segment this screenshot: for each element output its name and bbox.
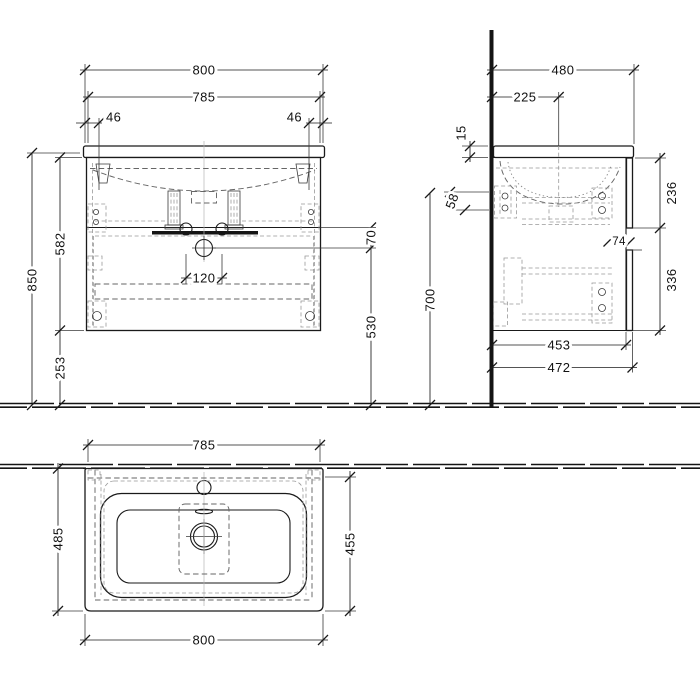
dim-label-side-drawer-gap: 74 [612,236,626,248]
front-clip-left [179,222,193,236]
front-drain-marker [192,236,216,260]
front-dimensions: 800 785 46 46 850 582 253 120 70 530 [22,60,382,411]
dim-label-side-rail-offset: 58 [442,191,461,210]
dim-label-front-total-width: 800 [193,63,216,78]
side-cabinet [493,156,634,332]
dim-label-side-mounting-height: 700 [423,289,438,312]
side-basin-curve [499,160,621,205]
dim-label-front-drain-spacing: 120 [193,271,216,286]
front-gap-mount-bar [152,231,258,235]
front-bracket-left [95,163,111,184]
top-wall-line [0,463,700,470]
dim-label-front-drain-height: 530 [364,316,379,339]
dim-label-top-basin-width: 785 [193,438,216,453]
front-view: 800 785 46 46 850 582 253 120 70 530 [22,60,382,411]
dim-label-front-gap-to-drain: 70 [364,230,379,245]
floor-line [0,402,700,409]
side-dimensions: 480 225 15 58 700 236 74 336 453 472 [420,60,682,411]
dim-label-side-carcass-depth: 453 [548,338,571,353]
front-slide-left [164,190,184,230]
top-bowl-projection [103,480,304,594]
side-bottom-drawer-front [625,249,634,332]
front-rail-right [300,203,320,233]
top-washbasin [84,467,324,612]
dim-label-side-basin-thickness: 15 [454,125,469,140]
side-back-bracket [494,185,517,219]
dim-label-front-total-height: 850 [25,269,40,292]
side-top-drawer-clip [591,187,613,219]
dim-label-front-cabinet-height: 582 [53,233,68,256]
front-corner-bracket-left [87,300,107,328]
top-dimensions: 785 485 455 800 [48,435,361,651]
front-slide-right [224,190,244,230]
dim-label-side-bottom-drawer: 336 [664,269,679,292]
dim-label-side-top-drawer: 236 [664,182,679,205]
front-rail-left [87,203,107,233]
side-view: 480 225 15 58 700 236 74 336 453 472 [420,60,682,411]
dim-label-front-basin-width: 785 [193,90,216,105]
dim-label-front-left-offset: 46 [106,110,121,125]
side-hidden-details [493,160,621,327]
top-bowl-inner [116,509,291,584]
front-cabinet [85,156,322,332]
top-bowl-outer [99,492,308,599]
dim-label-side-front-depth: 472 [548,360,571,375]
side-bottom-rail-bracket [503,257,523,305]
side-siphon [548,205,574,223]
top-siphon-clearance [178,503,230,575]
dim-label-top-total-width: 800 [193,633,216,648]
top-hidden-details [87,469,321,606]
dim-label-side-drain-to-wall: 225 [514,90,537,105]
front-corner-bracket-right [300,300,320,328]
dim-label-front-floor-clearance: 253 [53,357,68,380]
front-hidden-details [87,141,320,328]
side-washbasin-slab [492,145,635,159]
wall-line [489,30,494,407]
top-view: 785 485 455 800 [0,435,700,651]
front-basin-curve [92,169,316,192]
front-clip-right [215,222,229,236]
front-siphon-box [191,191,217,204]
dim-label-top-front-depth: 455 [343,533,358,556]
front-bracket-right [295,163,311,184]
front-drawer-box [94,283,313,300]
dim-label-front-right-offset: 46 [287,110,302,125]
dim-label-side-total-depth: 480 [552,63,575,78]
side-bottom-drawer-clip [591,282,613,324]
side-top-drawer-front [625,157,634,229]
dim-label-top-total-depth: 485 [51,528,66,551]
